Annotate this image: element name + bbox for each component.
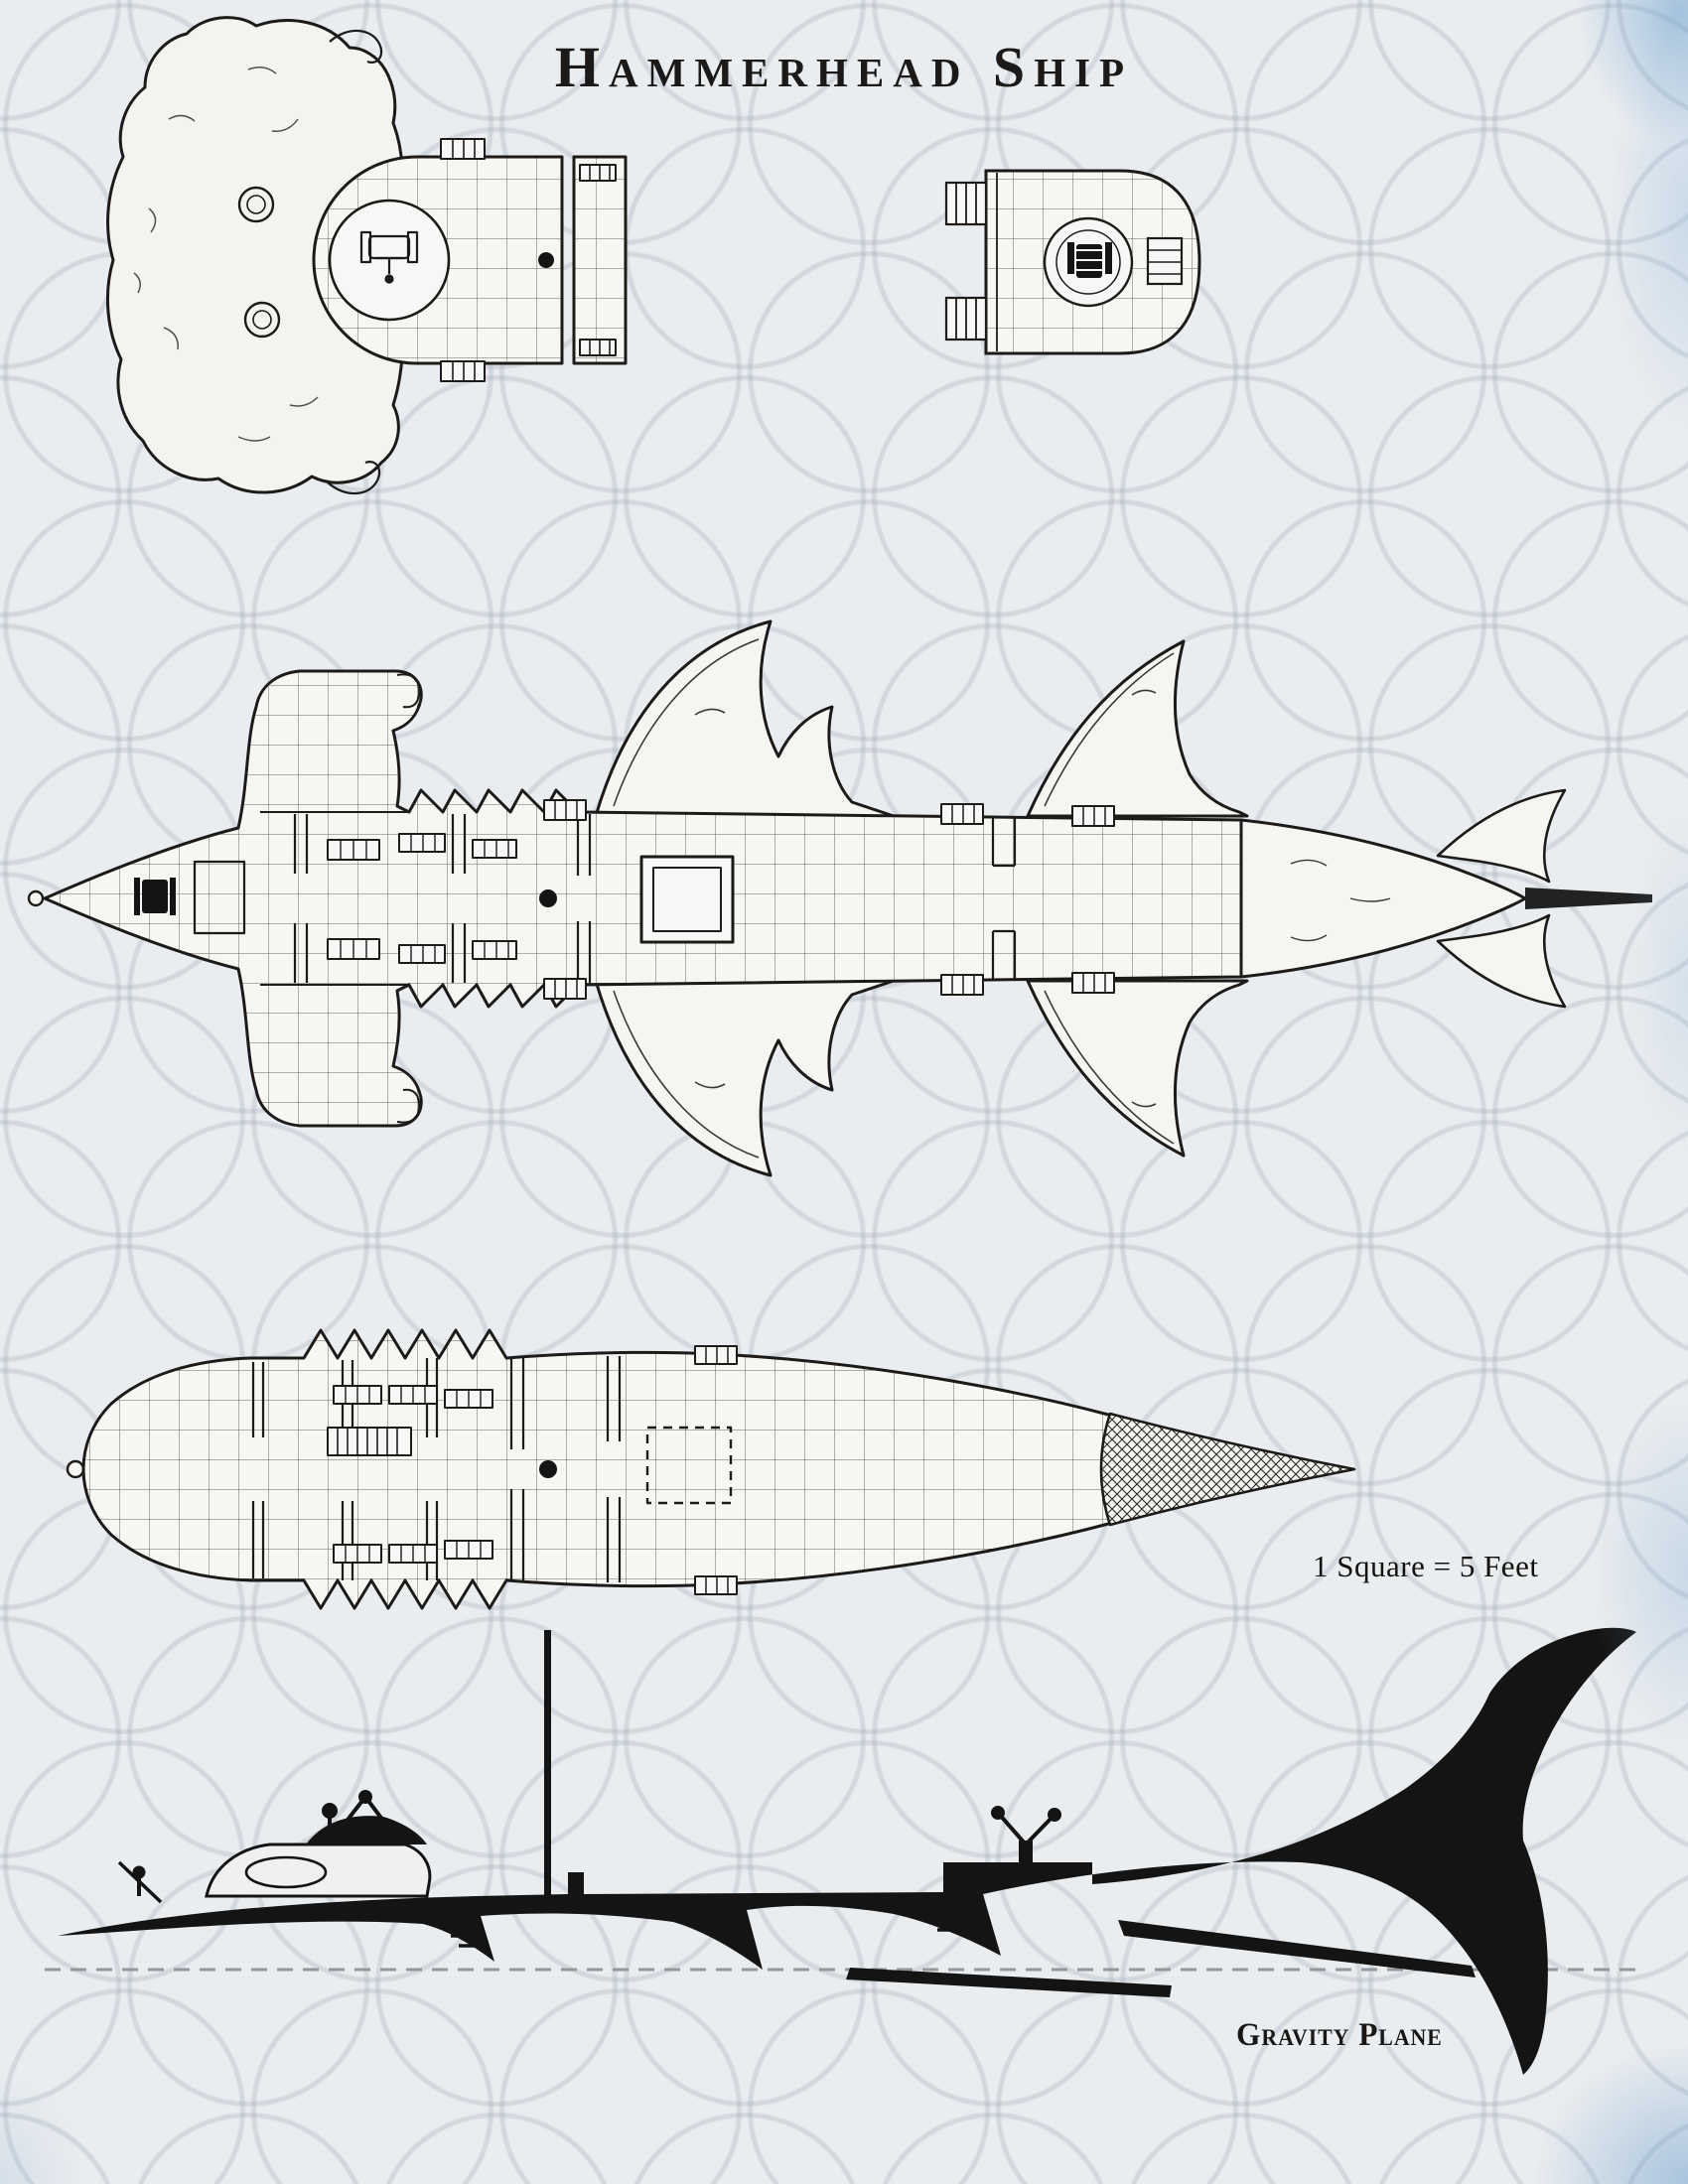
lower-deck-plan xyxy=(66,1328,1356,1610)
bow-ram-ball xyxy=(66,1459,85,1479)
crew-figure-icon xyxy=(117,1860,163,1904)
ladder-icon xyxy=(944,181,988,341)
scale-note: 1 Square = 5 Feet xyxy=(1313,1549,1539,1583)
gravity-plane-label: Gravity Plane xyxy=(1236,2017,1443,2053)
mast xyxy=(544,1630,551,1896)
page-title: Hammerhead Ship xyxy=(554,35,1134,99)
deck-structure xyxy=(205,1843,432,1898)
stair-icon xyxy=(1146,236,1184,286)
mast-dot xyxy=(538,252,554,268)
solid-tail-section xyxy=(1099,1412,1356,1527)
tail-spike xyxy=(1525,887,1652,909)
mast-dot xyxy=(539,889,557,907)
side-profile-silhouette xyxy=(58,1627,1636,2075)
bow-aft-compartment xyxy=(572,155,628,365)
helm-deck-view xyxy=(944,169,1201,355)
helm-chair-icon xyxy=(1067,242,1112,278)
ballista-icon xyxy=(991,1806,1061,1864)
main-deck-plan xyxy=(27,619,1652,1177)
mast-dot xyxy=(539,1460,557,1478)
cargo-hatch xyxy=(639,855,735,944)
bow-ram-ball xyxy=(27,889,45,907)
